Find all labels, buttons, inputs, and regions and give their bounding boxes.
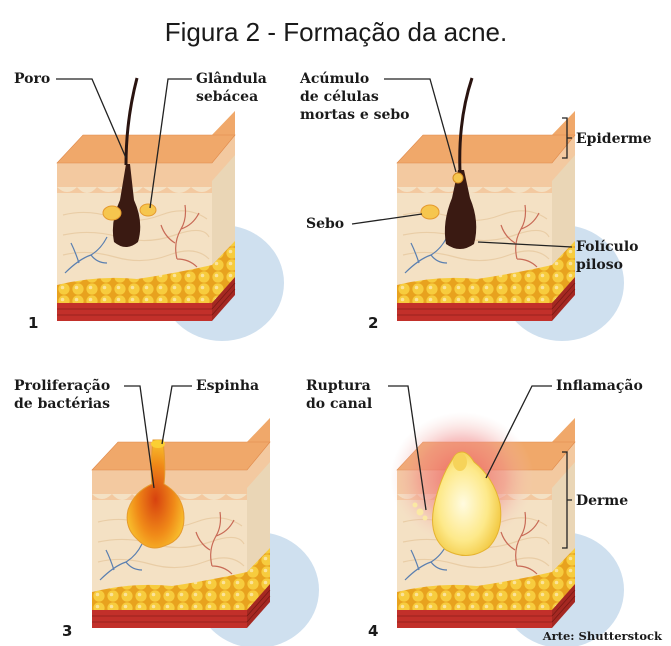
panel-4: 4 Ruptura do canal Inflamação Derme Arte…: [306, 377, 663, 646]
label-epiderme: Epiderme: [576, 131, 652, 147]
label-proliferacao-2: de bactérias: [14, 396, 110, 412]
panel-1: 1 Poro Glândula sebácea: [14, 71, 284, 341]
label-foliculo-1: Folículo: [576, 239, 639, 255]
figure-title: Figura 2 - Formação da acne.: [165, 17, 508, 47]
panel-3: 3 Proliferação de bactérias Espinha: [14, 377, 319, 646]
credit-text: Arte: Shutterstock: [542, 629, 663, 643]
label-acumulo-2: de células: [300, 89, 379, 105]
label-glandula-1: Glândula: [196, 71, 267, 87]
label-glandula-2: sebácea: [196, 89, 258, 105]
skin-block-3: [92, 418, 319, 646]
label-foliculo-2: piloso: [576, 257, 623, 273]
label-derme: Derme: [576, 493, 628, 509]
sebaceous-gland-1: [103, 206, 121, 220]
label-inflamacao: Inflamação: [556, 377, 643, 394]
label-sebo: Sebo: [306, 216, 344, 232]
panel-2: 2 Acúmulo de células mortas e sebo Epide…: [299, 71, 652, 341]
label-acumulo-1: Acúmulo: [299, 71, 369, 87]
sebaceous-gland-2: [421, 205, 439, 219]
label-ruptura-2: do canal: [306, 396, 372, 412]
skin-block-1: [57, 111, 284, 341]
label-ruptura-1: Ruptura: [306, 378, 371, 394]
panel-number-2: 2: [368, 314, 378, 332]
sebum-plug-2: [453, 173, 463, 183]
panel-number-3: 3: [62, 622, 72, 640]
panel-number-1: 1: [28, 314, 38, 332]
label-poro: Poro: [14, 71, 50, 87]
label-espinha: Espinha: [196, 378, 259, 394]
label-acumulo-3: mortas e sebo: [300, 107, 410, 123]
panel-number-4: 4: [368, 622, 378, 640]
label-proliferacao-1: Proliferação: [14, 377, 110, 394]
